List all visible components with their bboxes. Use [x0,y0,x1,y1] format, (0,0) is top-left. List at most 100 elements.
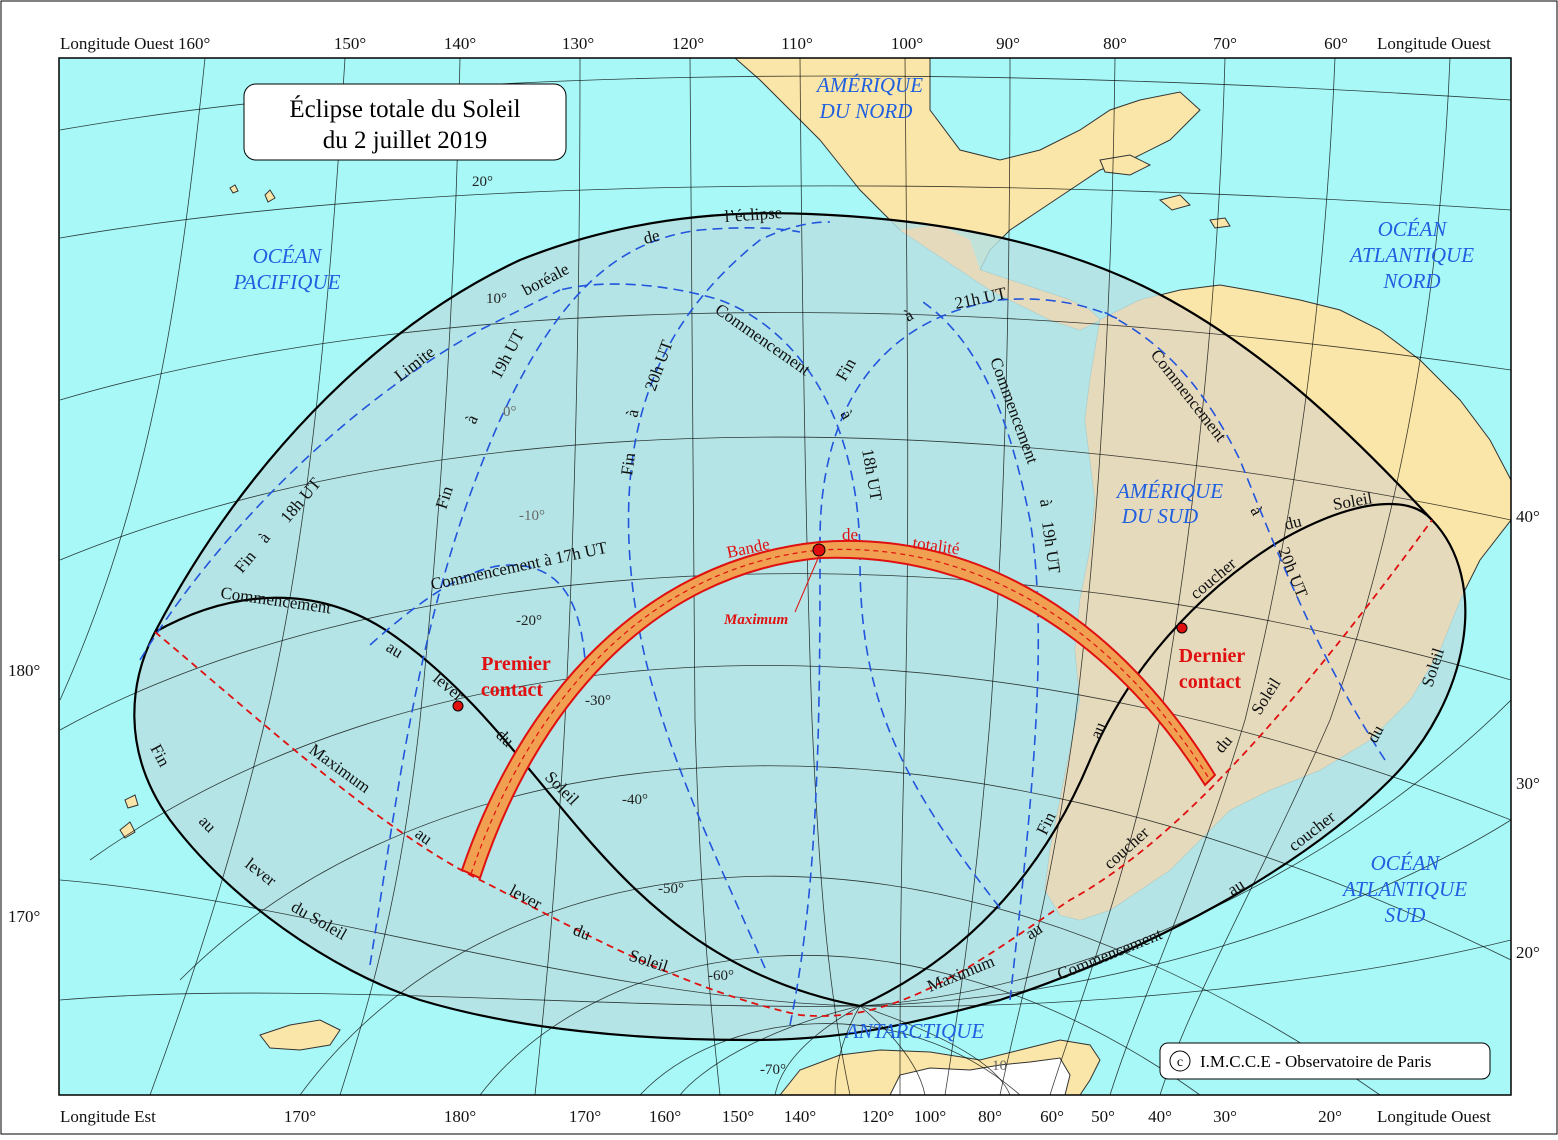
right-axis: 40°30°20° [1516,507,1540,962]
eclipse-land-central-america [900,225,1100,330]
region-antarctica: ANTARCTIQUE [844,1019,985,1043]
region-south-america-2: DU SUD [1121,504,1198,528]
latitude-label: -30° [585,693,611,709]
label-premier-2: contact [481,679,544,701]
parallel [639,1023,1021,1095]
bottom-tick-label: 30° [1213,1107,1237,1126]
bottom-tick-label: 60° [1040,1107,1064,1126]
meridians [59,58,1511,1095]
region-north-america-1: AMÉRIQUE [815,73,923,97]
parallel [59,312,1511,401]
meridian [534,58,581,1095]
copyright-symbol: c [1177,1055,1183,1070]
left-tick-label: 170° [8,907,40,926]
top-tick-label: 70° [1213,34,1237,53]
sunrise-curve [154,596,861,1008]
region-atlantic-south-2: ATLANTIQUE [1341,877,1467,901]
bottom-tick-label: 80° [978,1107,1002,1126]
top-tick-label: 100° [891,34,923,53]
maximum-point [812,543,826,557]
dernier-contact-point [1176,622,1188,634]
antarctica-ice [889,1057,1071,1095]
label-eclipse: l’éclipse [724,203,783,226]
latitude-label: -10° [519,508,545,524]
meridian [859,819,1511,1007]
latitude-label: -70° [760,1062,786,1078]
curve-comm-18h [559,283,1001,909]
bottom-tick-label: 140° [784,1107,816,1126]
latitude-labels: 20°10°0°-10°-20°-30°-40°-50°-60°-70° [472,174,786,1078]
label-comm-19h-h: à [1036,498,1056,509]
bottom-axis: Longitude Est Longitude Ouest 170°180°17… [60,1107,1491,1126]
top-tick-label: 60° [1324,34,1348,53]
copyright-text: I.M.C.C.E - Observatoire de Paris [1200,1052,1431,1071]
top-right-label: Longitude Ouest [1377,34,1491,53]
curve-comm-20h [1099,309,1386,761]
totality-labels: Bande de totalité Maximum Premier contac… [481,525,1246,701]
region-atlantic-north-2: ATLANTIQUE [1348,243,1474,267]
meridian [944,58,1011,1095]
meridian [774,1005,861,1095]
region-labels: AMÉRIQUE DU NORD OCÉAN PACIFIQUE OCÉAN A… [233,73,1475,1043]
label-de: de [641,226,661,248]
meridian [859,1005,1011,1095]
label-max-left-du: du [571,920,594,944]
latitude-label: -50° [658,881,684,897]
sunset-curve [859,502,1433,1007]
eclipse-limit-curve [133,212,1467,1042]
title-line2: du 2 juillet 2019 [323,127,488,154]
maximum-leader [794,555,820,613]
title-box [243,83,567,161]
bottom-tick-label: 180° [444,1107,476,1126]
latitude-label: 10° [486,291,507,307]
top-tick-label: 90° [996,34,1020,53]
meridian [1049,58,1226,1095]
region-south-america-1: AMÉRIQUE [1115,479,1223,503]
label-sunset-du: du [1282,511,1304,534]
meridian [999,58,1116,1095]
bottom-left-label: Longitude Est [60,1107,156,1126]
label-sunset-au: au [1086,719,1110,741]
latitude-label: 0° [503,404,517,420]
label-premier-1: Premier [481,653,551,675]
top-axis: Longitude Ouest 160° Longitude Ouest 150… [60,34,1491,53]
meridian [59,58,206,701]
curve-fin-20h [627,221,831,969]
latitude-label: -20° [516,613,542,629]
region-pacific-1: OCÉAN [253,244,323,268]
map-frame [58,57,1512,1096]
curve-fin-18h [139,289,561,661]
bottom-tick-label: 50° [1091,1107,1115,1126]
left-tick-label: 180° [8,661,40,680]
bottom-tick-label: 100° [914,1107,946,1126]
latitude-label: -60° [708,968,734,984]
region-atlantic-south-3: SUD [1385,903,1426,927]
top-tick-label: 80° [1103,34,1127,53]
bottom-tick-label: 20° [1318,1107,1342,1126]
right-tick-label: 40° [1516,507,1540,526]
label-dernier-1: Dernier [1179,645,1246,667]
top-tick-label: 150° [334,34,366,53]
right-tick-label: 20° [1516,943,1540,962]
parallel [299,875,1381,1095]
top-tick-label: 140° [444,34,476,53]
time-curves [139,221,1386,1026]
left-axis: 180° 170° [8,661,40,926]
curve-comm-17h [369,564,586,661]
totality-band [460,540,1217,880]
meridian [1109,58,1336,1095]
bottom-tick-label: 150° [722,1107,754,1126]
top-tick-label: 120° [672,34,704,53]
meridian [1159,58,1451,1095]
bottom-right-label: Longitude Ouest [1377,1107,1491,1126]
label-band-de: de [842,525,858,544]
bottom-tick-label: 160° [649,1107,681,1126]
copyright-symbol-circle [1169,1050,1191,1072]
latitude-label: 20° [472,174,493,190]
bottom-tick-label: 170° [569,1107,601,1126]
title-line1: Éclipse totale du Soleil [289,95,520,123]
parallel [59,185,1511,239]
meridian [149,58,346,1095]
region-north-america-2: DU NORD [819,99,913,123]
